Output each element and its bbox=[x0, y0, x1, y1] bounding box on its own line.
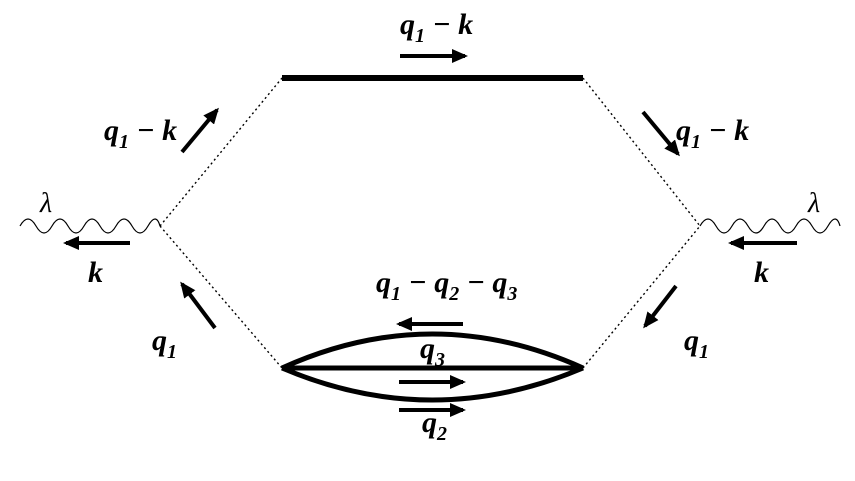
lower-right-label: q1 bbox=[684, 324, 709, 363]
left-photon-symbol: λ bbox=[39, 188, 52, 219]
upper-right-arrow bbox=[641, 110, 680, 157]
upper-left-arrow bbox=[180, 107, 219, 154]
left-photon-wavy-line bbox=[19, 218, 161, 234]
lower-right-dotted-line bbox=[582, 225, 701, 369]
loop-middle-label: q3 bbox=[420, 332, 445, 371]
upper-right-dotted-line bbox=[582, 77, 701, 227]
lower-right-arrow bbox=[643, 284, 678, 329]
loop-upper-arc bbox=[280, 331, 585, 371]
upper-right-label: q1 − k bbox=[676, 114, 749, 153]
upper-left-label: q1 − k bbox=[104, 114, 177, 153]
loop-top-label: q1 − q2 − q3 bbox=[376, 266, 517, 305]
upper-left-dotted-line bbox=[159, 77, 283, 227]
lower-left-dotted-line bbox=[159, 225, 283, 369]
top-line-label: q1 − k bbox=[400, 8, 473, 47]
loop-bottom-label: q2 bbox=[422, 406, 447, 445]
right-photon-momentum-label: k bbox=[754, 256, 769, 289]
left-photon-momentum-label: k bbox=[88, 256, 103, 289]
lower-left-arrow bbox=[180, 281, 217, 330]
right-photon-wavy-line bbox=[699, 218, 841, 234]
right-photon-symbol: λ bbox=[807, 188, 820, 219]
lower-left-label: q1 bbox=[152, 324, 177, 363]
loop-lower-arc bbox=[281, 365, 584, 403]
